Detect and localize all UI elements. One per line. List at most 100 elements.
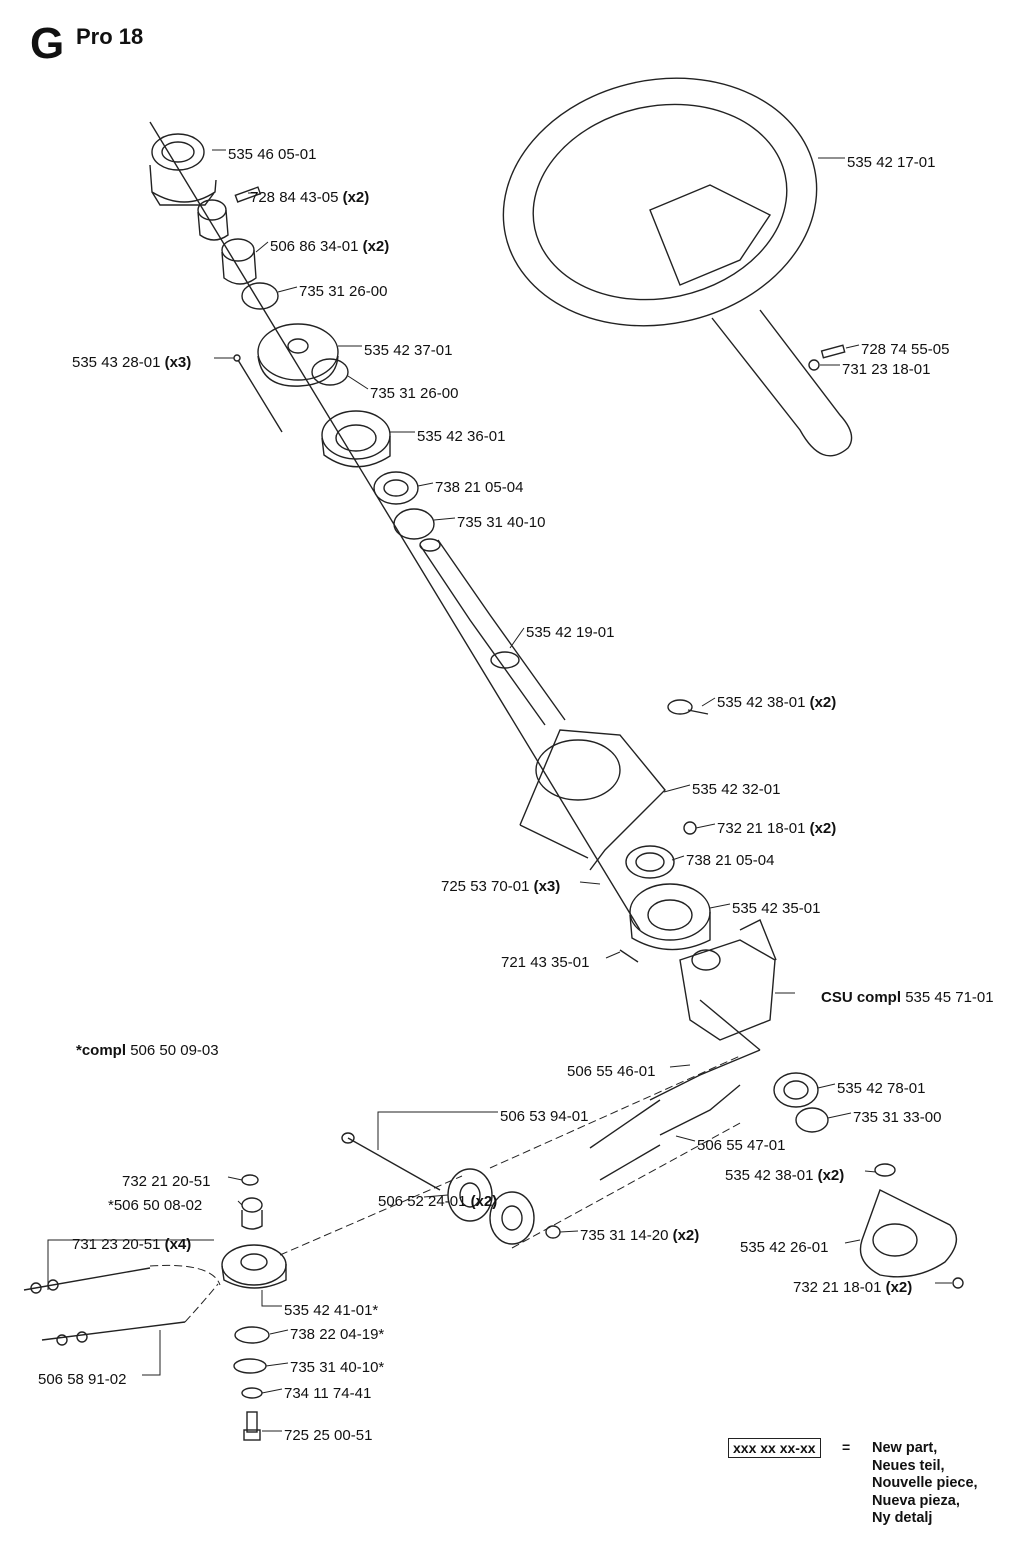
part-number: 738 22 04-19* — [290, 1326, 384, 1343]
part-label: 734 11 74-41 — [284, 1385, 371, 1402]
chain-lower — [659, 1084, 741, 1136]
part-number: 731 23 20-51 — [72, 1236, 160, 1253]
part-number: 738 21 05-04 — [686, 852, 774, 869]
pulley-shaft — [341, 1132, 441, 1191]
bolt-stack — [243, 1411, 261, 1441]
washer-stack — [241, 1387, 263, 1399]
part-number: 535 42 38-01 — [725, 1167, 813, 1184]
part-number: 535 42 78-01 — [837, 1080, 925, 1097]
part-label: 535 42 37-01 — [364, 342, 452, 359]
part-number: 535 42 41-01* — [284, 1302, 378, 1319]
wheel-screw — [808, 344, 846, 371]
bushing-lower — [221, 238, 257, 285]
part-label: 735 31 40-10 — [457, 514, 545, 531]
part-label: 506 52 24-01 (x2) — [378, 1193, 497, 1210]
part-labels: 535 46 05-01 728 84 43-05 (x2) 506 86 34-0… — [38, 146, 994, 1444]
pulley-2 — [489, 1191, 535, 1245]
housing-lower — [629, 883, 711, 951]
part-number: 535 43 28-01 — [72, 354, 160, 371]
dust-cover — [257, 323, 339, 387]
part-qty: (x2) — [818, 1167, 845, 1184]
leader-line — [347, 375, 369, 390]
part-number: 735 31 40-10* — [290, 1359, 384, 1376]
part-label: 728 84 43-05 (x2) — [250, 189, 369, 206]
part-label: 735 31 26-00 — [370, 385, 458, 402]
part-number: 506 58 91-02 — [38, 1371, 126, 1388]
legend-line: Nueva pieza, — [872, 1492, 960, 1509]
part-label: 735 31 33-00 — [853, 1109, 941, 1126]
part-qty: (x2) — [886, 1279, 913, 1296]
part-number: 732 21 18-01 — [793, 1279, 881, 1296]
part-label: 735 31 26-00 — [299, 283, 387, 300]
nut-lower — [952, 1277, 964, 1289]
part-number: 506 50 09-03 — [130, 1042, 218, 1059]
part-label: 738 21 05-04 — [686, 852, 774, 869]
steering-wheel — [502, 77, 853, 457]
part-number: 735 31 14-20 — [580, 1227, 668, 1244]
leader-line — [709, 903, 731, 909]
part-label: 506 53 94-01 — [500, 1108, 588, 1125]
leader-line — [844, 1239, 861, 1244]
leader-line — [695, 823, 716, 829]
retaining-ring-2 — [311, 358, 349, 386]
part-label: 535 42 38-01 (x2) — [725, 1167, 844, 1184]
leader-line — [509, 627, 525, 649]
part-number: *506 50 08-02 — [108, 1197, 202, 1214]
part-label: 738 22 04-19* — [290, 1326, 384, 1343]
link-plate — [859, 1163, 958, 1278]
legend-line: New part, — [872, 1440, 938, 1456]
leader-line — [377, 1111, 498, 1150]
spring-pin — [234, 186, 262, 203]
leader-line — [423, 1194, 449, 1198]
part-number: 535 42 37-01 — [364, 342, 452, 359]
legend-line: Neues teil, — [872, 1457, 945, 1474]
leader-line — [265, 1362, 289, 1367]
part-label: 721 43 35-01 — [501, 954, 589, 971]
part-number: 721 43 35-01 — [501, 954, 589, 971]
carriage-bolt — [667, 699, 709, 715]
part-number: 728 84 43-05 — [250, 189, 338, 206]
part-label: CSU compl 535 45 71-01 — [821, 989, 994, 1006]
leader-line — [269, 1329, 289, 1335]
part-label: 728 74 55-05 — [861, 341, 949, 358]
bearing-lower — [625, 845, 675, 879]
part-number: 535 42 26-01 — [740, 1239, 828, 1256]
legend-line: Nouvelle piece, — [872, 1475, 978, 1491]
leader-line — [845, 344, 860, 349]
legend-line: Ny detalj — [872, 1510, 933, 1526]
part-number: 535 42 35-01 — [732, 900, 820, 917]
part-label: 506 86 34-01 (x2) — [270, 238, 389, 255]
part-qty: (x2) — [810, 694, 837, 711]
leader-line — [827, 1112, 852, 1119]
part-label: 535 42 38-01 (x2) — [717, 694, 836, 711]
part-number: 506 86 34-01 — [270, 238, 358, 255]
part-prefix: *compl — [76, 1042, 126, 1059]
part-qty: (x2) — [471, 1193, 498, 1210]
model-title: Pro 18 — [76, 24, 144, 49]
leader-line — [605, 951, 621, 959]
circlip — [393, 508, 435, 540]
column-cap — [149, 133, 217, 206]
leader-line — [817, 1083, 836, 1089]
leader-line — [227, 1176, 243, 1181]
leader-line — [864, 1170, 877, 1173]
part-number: 735 31 33-00 — [853, 1109, 941, 1126]
part-qty: (x3) — [534, 878, 561, 895]
part-label: 535 46 05-01 — [228, 146, 316, 163]
part-number: 735 31 26-00 — [370, 385, 458, 402]
part-label: 738 21 05-04 — [435, 479, 523, 496]
bracket-plate — [519, 729, 666, 871]
retaining-ring-upper — [241, 282, 279, 310]
part-label: 535 43 28-01 (x3) — [72, 354, 191, 371]
leader-line — [559, 1230, 579, 1233]
part-label: 735 31 40-10* — [290, 1359, 384, 1376]
part-label: 535 42 36-01 — [417, 428, 505, 445]
pin-short — [619, 949, 639, 963]
part-number: 735 31 40-10 — [457, 514, 545, 531]
leader-line — [142, 1330, 161, 1376]
part-number: 535 42 19-01 — [526, 624, 614, 641]
spacer — [241, 1197, 263, 1230]
leader-line — [417, 482, 434, 487]
part-number: 738 21 05-04 — [435, 479, 523, 496]
part-label: 506 55 47-01 — [697, 1137, 785, 1154]
